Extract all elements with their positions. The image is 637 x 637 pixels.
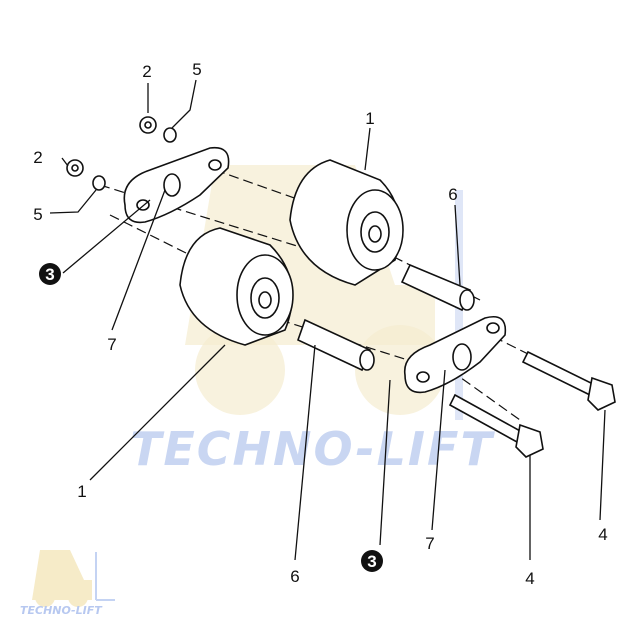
spacer-tube-rear [400, 263, 475, 312]
callout-1: 1 [365, 109, 374, 128]
bolt-upper [521, 350, 616, 411]
callout-3-badge [39, 263, 61, 285]
callout-5: 5 [192, 60, 201, 79]
washer-lower [92, 175, 106, 191]
callout-5: 5 [33, 205, 42, 224]
link-plate-left [123, 146, 230, 224]
logo-text: TECHNO-LIFT [20, 604, 103, 617]
nut-lower [66, 159, 84, 177]
bolt-lower [448, 393, 544, 458]
callout-1: 1 [77, 482, 86, 501]
nut-upper [139, 116, 157, 134]
callout-2: 2 [142, 62, 151, 81]
callout-4: 4 [598, 525, 607, 544]
roller-wheel-rear [289, 159, 404, 286]
callout-3: 3 [45, 265, 54, 284]
callout-3: 3 [367, 552, 376, 571]
callout-6: 6 [448, 185, 457, 204]
roller-wheel-front [179, 227, 294, 346]
callout-4: 4 [525, 569, 534, 588]
watermark-text: TECHNO-LIFT [130, 422, 495, 476]
link-plate-right [403, 316, 507, 394]
washer-upper [163, 127, 177, 143]
callout-7: 7 [425, 534, 434, 553]
callout-3-badge [361, 550, 383, 572]
callout-7: 7 [107, 335, 116, 354]
callout-2: 2 [33, 148, 42, 167]
spacer-tube-front [297, 318, 375, 372]
techno-lift-logo: TECHNO-LIFT [20, 550, 115, 617]
callout-6: 6 [290, 567, 299, 586]
